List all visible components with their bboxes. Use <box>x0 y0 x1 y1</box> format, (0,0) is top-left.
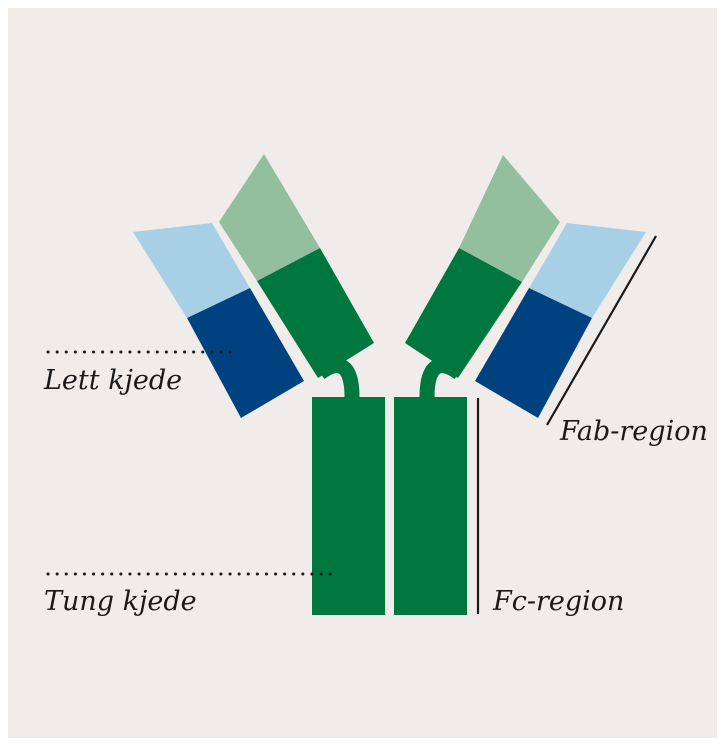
right-light-variable-domain <box>529 223 646 318</box>
fab-region-line <box>546 235 657 426</box>
light-chain-label: Lett kjede <box>43 365 182 396</box>
heavy-chain-label: Tung kjede <box>44 586 197 617</box>
left-heavy-variable-domain <box>219 154 320 281</box>
fab-region-label: Fab-region <box>559 416 708 447</box>
left-heavy-constant-domain <box>257 248 374 378</box>
fc-region-label: Fc-region <box>492 586 624 617</box>
right-light-constant-domain <box>475 288 592 418</box>
left-light-constant-domain <box>187 288 304 418</box>
background-panel <box>8 8 717 738</box>
left-light-variable-domain <box>133 223 250 318</box>
heavy-chain-stem-right <box>394 397 467 615</box>
heavy-chain-stem-left <box>312 397 385 615</box>
right-heavy-variable-domain <box>459 155 560 282</box>
right-heavy-constant-domain <box>405 248 522 378</box>
